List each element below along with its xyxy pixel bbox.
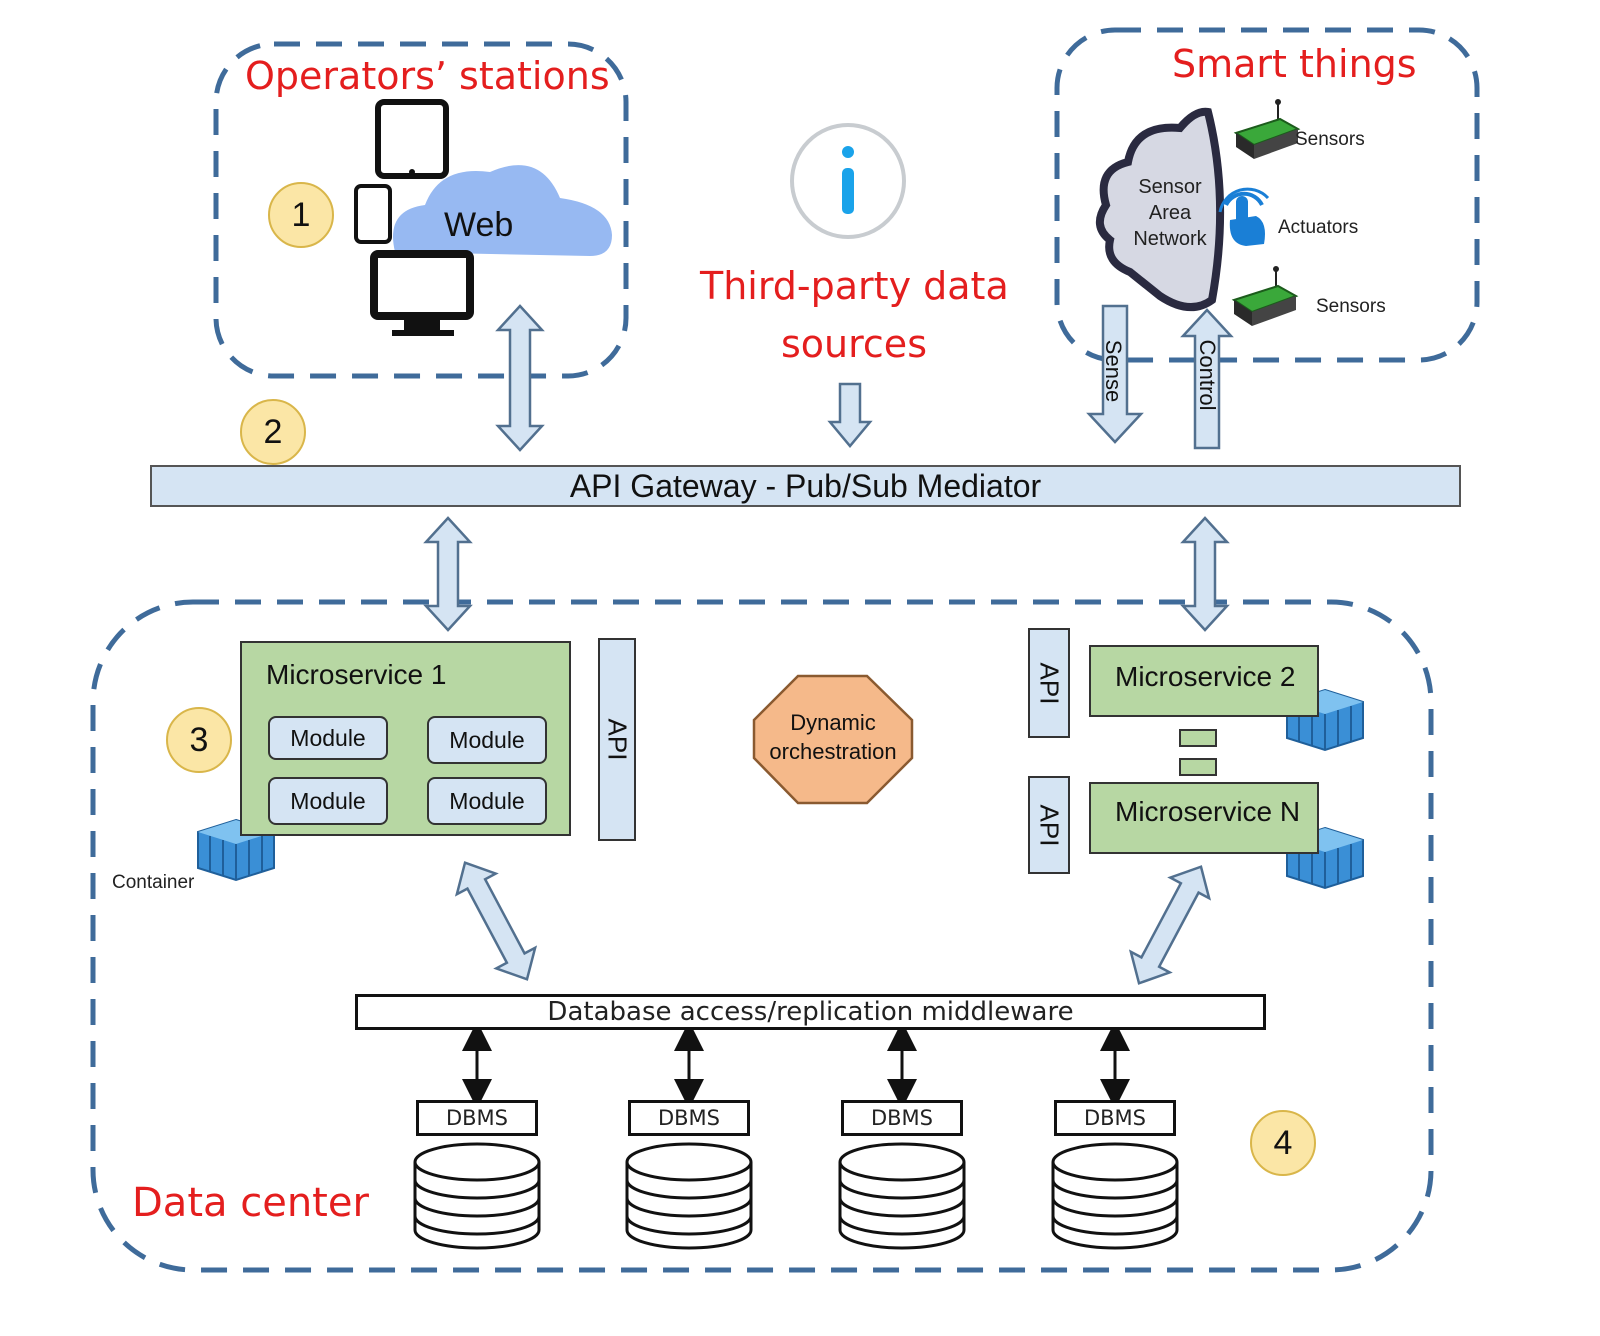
badge-3: 3 — [166, 707, 232, 773]
api-label: API — [602, 718, 633, 761]
data-center-title: Data center — [132, 1180, 369, 1226]
web-label: Web — [444, 206, 514, 244]
third-party-title-line2: sources — [781, 322, 927, 366]
api-label: API — [1034, 662, 1065, 704]
orchestration-octagon — [752, 674, 914, 805]
operators-region — [213, 41, 629, 379]
module-2: Module — [427, 716, 547, 764]
arrow-gateway-ms1 — [423, 516, 473, 632]
api-gateway-label: API Gateway - Pub/Sub Mediator — [569, 467, 1042, 504]
module-4: Module — [427, 777, 547, 825]
badge-2: 2 — [240, 399, 306, 465]
orchestration-label-2: orchestration — [769, 739, 897, 764]
third-party-title-line1: Third-party data — [700, 264, 1009, 308]
database-middleware: Database access/replication middleware — [355, 994, 1266, 1030]
sensor-network-label-1: Sensor — [1138, 176, 1202, 198]
phone-icon — [354, 184, 392, 244]
database-icon — [1051, 1142, 1179, 1250]
api-bar-ms2: API — [1028, 628, 1070, 738]
microservice-n: Microservice N — [1089, 782, 1319, 854]
cloud-icon — [393, 165, 612, 256]
smart-things-title: Smart things — [1172, 42, 1417, 86]
tablet-icon — [375, 99, 449, 179]
sensor-network-cloud — [1096, 107, 1225, 311]
dbms-box-2: DBMS — [628, 1100, 750, 1136]
actuators-label: Actuators — [1278, 217, 1359, 238]
touch-icon — [1218, 187, 1270, 246]
sensor-network-label-2: Area — [1148, 202, 1192, 224]
info-icon — [790, 123, 906, 239]
badge-1: 1 — [268, 182, 334, 248]
microservice-n-title: Microservice N — [1115, 796, 1301, 827]
arrow-thirdparty-gateway — [827, 382, 873, 448]
sensor-icon — [1233, 265, 1297, 327]
monitor-icon — [370, 250, 474, 336]
arrow-operators-gateway — [495, 304, 545, 452]
sense-label: Sense — [1101, 339, 1126, 403]
data-center-region — [90, 599, 1434, 1273]
api-label: API — [1034, 804, 1065, 846]
dbms-box-1: DBMS — [416, 1100, 538, 1136]
database-icon — [625, 1142, 753, 1250]
api-bar-msN: API — [1028, 776, 1070, 874]
module-3: Module — [268, 777, 388, 825]
sensor-icon — [1235, 98, 1299, 160]
arrow-control — [1180, 308, 1234, 450]
microservice-2: Microservice 2 — [1089, 645, 1319, 717]
smart-things-region — [1054, 27, 1480, 363]
arrow-ms1-middleware — [454, 861, 538, 981]
middleware-label: Database access/replication middleware — [547, 997, 1074, 1027]
operators-stations-title: Operators’ stations — [245, 54, 610, 98]
arrow-sense — [1086, 304, 1144, 444]
arrow-msN-middleware — [1128, 865, 1212, 985]
sensors-label-bottom: Sensors — [1316, 296, 1386, 317]
control-label: Control — [1195, 339, 1220, 411]
api-gateway: API Gateway - Pub/Sub Mediator — [150, 465, 1461, 507]
database-icon — [413, 1142, 541, 1250]
arrow-gateway-ms2 — [1180, 516, 1230, 632]
api-bar-ms1: API — [598, 638, 636, 841]
dbms-box-4: DBMS — [1054, 1100, 1176, 1136]
microservice-1-title: Microservice 1 — [266, 659, 447, 690]
microservice-2-title: Microservice 2 — [1115, 661, 1296, 692]
container-label: Container — [112, 872, 195, 893]
database-icon — [838, 1142, 966, 1250]
dbms-box-3: DBMS — [841, 1100, 963, 1136]
module-1: Module — [268, 716, 388, 760]
sensors-label-top: Sensors — [1295, 129, 1365, 150]
badge-4: 4 — [1250, 1110, 1316, 1176]
sensor-network-label-3: Network — [1133, 228, 1207, 250]
orchestration-label-1: Dynamic — [790, 710, 876, 735]
